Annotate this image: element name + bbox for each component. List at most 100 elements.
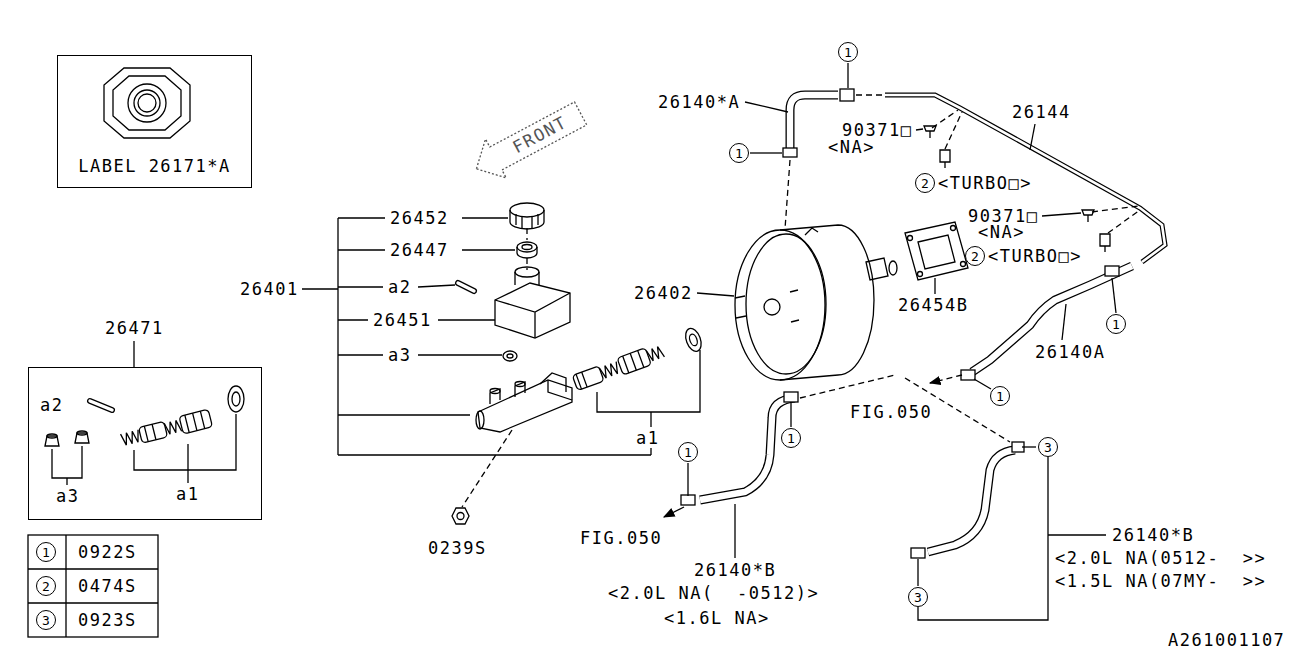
piston-assembly [617,348,651,375]
reservoir-tank [515,272,539,285]
reservoir-tank [495,267,570,338]
nut [452,508,469,524]
part-number: 26401 [240,281,299,298]
vacuum-hose [783,148,797,157]
vacuum-hose [911,548,925,558]
piston-assembly [599,362,620,379]
part-number: 26140*B [694,562,776,579]
gasket [905,222,968,280]
kit-parts [120,409,213,448]
spec-note: <2.0L NA( -0512)> [608,585,819,602]
bracket-line [302,218,700,455]
part-number: 26402 [634,285,693,302]
label-box: LABEL 26171*A [57,55,252,188]
brake-booster [805,228,818,235]
drawing-number: A261001107 [1168,632,1285,649]
reservoir-cap [510,210,544,229]
callout-number: 1 [844,46,852,59]
kit-parts [139,421,168,443]
dashed-line [945,112,962,149]
bolt [940,150,950,168]
piston-assembly [576,372,587,389]
callout-circle: 3 [1038,437,1058,457]
table-cell: 0923S [78,612,137,629]
front-arrow [466,94,591,188]
callout-circle: 1 [36,542,56,562]
leader-line [1030,124,1035,150]
callout-circle: 2 [36,576,56,596]
part-number: 90371□ [842,122,912,139]
reservoir-cap [510,203,544,217]
brake-booster [780,225,874,380]
brake-booster [735,225,874,380]
callout-number: 1 [735,147,743,160]
callout-circle: 1 [838,42,858,62]
vacuum-hose [1105,266,1119,276]
piston-assembly [571,326,704,394]
kit-parts [90,401,112,410]
kit-parts [228,386,244,412]
leader-line [790,403,791,427]
master-cylinder [548,380,572,400]
callout-number: 2 [42,580,50,593]
master-cylinder [478,380,572,432]
bracket-line [337,218,338,455]
check-valve [866,258,897,280]
brake-booster [735,290,799,322]
bolt [1100,234,1110,252]
dashed-line [800,375,895,398]
part-number: 26447 [390,242,449,259]
vacuum-hose [972,266,1132,372]
brake-booster [764,299,780,315]
kit-parts [144,424,156,441]
bracket-line [418,218,515,355]
grommet [503,351,517,361]
master-cylinder [476,373,572,432]
label-icon [113,76,181,130]
sub-part-code: a1 [636,430,659,447]
grommet [503,351,517,361]
bracket-line [134,414,236,483]
reservoir-pin [458,283,474,291]
piston-assembly [572,366,604,391]
label-icon [104,68,190,138]
callout-number: 1 [42,546,50,559]
callout-number: 2 [971,250,979,263]
vacuum-hose [700,398,795,500]
reservoir-tank [495,293,570,338]
kit-parts [232,392,240,406]
reservoir-cap [510,203,544,229]
dashed-line [932,110,958,128]
spec-note: <1.6L NA> [664,610,770,627]
bolt [940,150,1110,252]
leader-line [734,504,735,558]
part-number: 26140A [1035,344,1105,361]
label-icon [128,84,166,122]
part-number: 90371□ [968,208,1038,225]
label-icon [134,90,160,116]
callout-circle: 3 [36,610,56,630]
kit-parts [121,430,141,446]
check-valve [889,261,897,275]
label-icon [138,94,156,112]
code-table [28,535,158,637]
part-number: 26140*A [658,94,740,111]
vacuum-pipe [885,95,1165,262]
bracket-line [52,446,82,485]
callout-number: 3 [914,591,922,604]
grommet [507,354,513,358]
part-number: 26144 [1012,104,1071,121]
reservoir-seal [517,242,537,258]
table-cell: 0474S [78,578,137,595]
brake-booster [746,234,826,374]
flow-arrow [664,507,684,517]
vacuum-hose [972,266,1132,372]
callout-number: 1 [787,432,795,445]
spec-note: <NA> [828,139,875,156]
sub-part-code: a3 [388,347,411,364]
bracket-line [918,457,1048,620]
leader-line [917,559,918,586]
dashed-line [856,94,885,95]
callout-number: 1 [996,390,1004,403]
bracket-line [302,218,385,289]
